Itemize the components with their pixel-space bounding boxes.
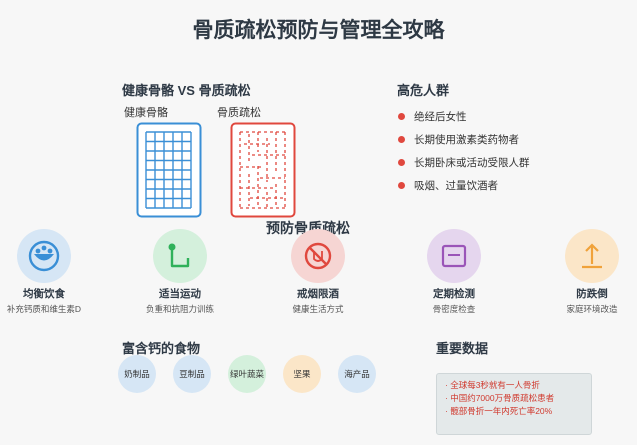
food-item: 豆制品 bbox=[173, 355, 211, 393]
method-name: 均衡饮食 bbox=[23, 288, 65, 300]
method-desc: 补充钙质和维生素D bbox=[6, 304, 82, 314]
stat-item: · 全球每3秒就有一人骨折 bbox=[445, 380, 540, 390]
risk-item: 吸烟、过量饮酒者 bbox=[398, 178, 498, 193]
healthy-bone-diagram bbox=[136, 122, 202, 218]
method-no-smoking-circle bbox=[291, 229, 345, 283]
compare-heading: 健康骨骼 VS 骨质疏松 bbox=[122, 83, 251, 98]
food-item: 坚果 bbox=[283, 355, 321, 393]
method-name: 适当运动 bbox=[159, 288, 201, 300]
stat-item: · 髋部骨折一年内死亡率20% bbox=[445, 406, 553, 416]
method-desc: 家庭环境改造 bbox=[566, 304, 618, 314]
food-item: 绿叶蔬菜 bbox=[228, 355, 266, 393]
method-checkup-circle bbox=[427, 229, 481, 283]
bullet-dot-icon bbox=[398, 181, 405, 189]
method-desc: 健康生活方式 bbox=[292, 304, 344, 314]
bullet-dot-icon bbox=[398, 158, 405, 166]
exercise-icon bbox=[168, 243, 190, 268]
method-exercise-circle bbox=[153, 229, 207, 283]
page-title: 骨质疏松预防与管理全攻略 bbox=[192, 19, 445, 42]
risk-item: 长期卧床或活动受限人群 bbox=[398, 155, 530, 170]
stats-heading: 重要数据 bbox=[436, 341, 489, 356]
bowl-icon bbox=[28, 240, 60, 272]
bullet-dot-icon bbox=[398, 112, 405, 120]
stats-box: · 全球每3秒就有一人骨折 · 中国约7000万骨质疏松患者 · 髋部骨折一年内… bbox=[436, 373, 592, 435]
method-desc: 骨密度检查 bbox=[432, 304, 476, 314]
osteoporosis-label: 骨质疏松 bbox=[217, 107, 261, 119]
healthy-bone-label: 健康骨骼 bbox=[124, 107, 168, 119]
method-name: 防跌倒 bbox=[576, 288, 608, 300]
arrow-up-icon bbox=[582, 243, 602, 269]
method-name: 戒烟限酒 bbox=[297, 288, 339, 300]
method-diet-circle bbox=[17, 229, 71, 283]
food-item: 海产品 bbox=[338, 355, 376, 393]
foods-heading: 富含钙的食物 bbox=[122, 341, 201, 356]
risk-item: 长期使用激素类药物者 bbox=[398, 132, 519, 147]
no-smoking-icon bbox=[304, 242, 332, 270]
method-desc: 负重和抗阻力训练 bbox=[145, 304, 214, 314]
stat-item: · 中国约7000万骨质疏松患者 bbox=[445, 393, 555, 403]
bullet-dot-icon bbox=[398, 135, 405, 143]
method-name: 定期检测 bbox=[433, 288, 475, 300]
risk-item: 绝经后女性 bbox=[398, 109, 467, 124]
checkup-icon bbox=[441, 244, 467, 268]
risk-heading: 高危人群 bbox=[397, 83, 450, 98]
food-item: 奶制品 bbox=[118, 355, 156, 393]
method-fall-prevention-circle bbox=[565, 229, 619, 283]
osteoporosis-bone-diagram bbox=[230, 122, 296, 218]
